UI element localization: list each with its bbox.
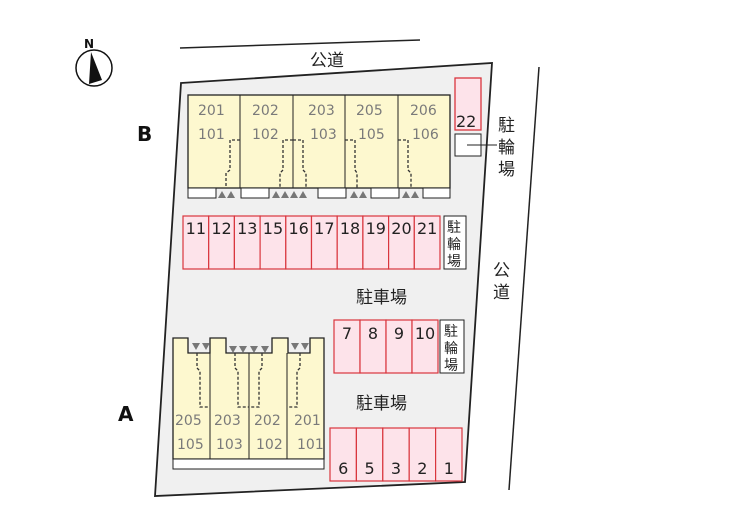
compass-north-label: N	[84, 37, 94, 51]
road-label-right: 公 道	[493, 261, 510, 303]
unit-b-205: 205	[356, 103, 383, 119]
parking-space-1[interactable]	[435, 427, 463, 482]
parking-space-label: 10	[415, 324, 435, 343]
unit-b-206: 206	[410, 103, 437, 119]
bicycle-shed-middle	[443, 215, 467, 270]
parking-space-11[interactable]	[182, 215, 210, 270]
svg-text:場: 場	[447, 254, 461, 270]
svg-text:輪: 輪	[498, 138, 515, 158]
parking-space-label: 12	[211, 219, 231, 238]
unit-b-202: 202	[252, 103, 279, 119]
parking-space-label: 7	[342, 324, 352, 343]
parking-space-3[interactable]	[382, 427, 410, 482]
parking-space-label: 17	[314, 219, 334, 238]
parking-space-22-label: 22	[456, 112, 476, 131]
unit-a-102: 102	[256, 437, 283, 453]
building-a: 205 105 203 103 202 102 201 101	[172, 337, 325, 470]
road-label-top: 公道	[310, 51, 344, 71]
unit-a-103: 103	[216, 437, 243, 453]
parking-space-7[interactable]	[333, 319, 361, 374]
parking-space-label: 19	[366, 219, 386, 238]
parking-space-19[interactable]	[362, 215, 390, 270]
parking-space-label: 9	[394, 324, 404, 343]
parking-space-15[interactable]	[259, 215, 287, 270]
bicycle-shed-lower	[439, 319, 465, 374]
parking-space-label: 5	[365, 459, 375, 478]
building-a-label: A	[118, 402, 134, 426]
parking-space-17[interactable]	[310, 215, 338, 270]
unit-a-203: 203	[214, 413, 241, 429]
parking-space-label: 20	[391, 219, 411, 238]
parking-space-label: 16	[288, 219, 308, 238]
unit-a-201: 201	[294, 413, 321, 429]
svg-text:輪: 輪	[447, 236, 461, 253]
parking-label-upper: 駐車場	[356, 288, 407, 308]
parking-space-9[interactable]	[385, 319, 413, 374]
parking-space-6[interactable]	[329, 427, 357, 482]
parking-space-22[interactable]	[454, 77, 482, 131]
parking-space-label: 1	[444, 459, 454, 478]
building-b-label: B	[137, 122, 152, 146]
unit-b-102: 102	[252, 127, 279, 143]
north-compass-icon: N	[75, 37, 113, 87]
svg-text:駐: 駐	[447, 220, 461, 236]
parking-space-label: 8	[368, 324, 378, 343]
unit-b-203: 203	[308, 103, 335, 119]
building-b: 201 101 202 102 203 103 205 105 206 106	[187, 94, 451, 199]
bicycle-parking-label-top: 駐 輪 場	[498, 116, 515, 180]
right-road-line	[508, 66, 540, 491]
svg-text:駐: 駐	[498, 116, 515, 136]
unit-a-105: 105	[177, 437, 204, 453]
svg-text:道: 道	[493, 283, 510, 303]
parking-space-12[interactable]	[208, 215, 235, 270]
parking-label-lower: 駐車場	[356, 394, 407, 414]
svg-text:公: 公	[493, 261, 510, 281]
unit-b-105: 105	[358, 127, 385, 143]
parking-space-label: 15	[263, 219, 283, 238]
parking-space-label: 18	[340, 219, 360, 238]
parking-space-label: 21	[417, 219, 437, 238]
bicycle-parking-label-lower: 駐 輪 場	[444, 324, 458, 374]
svg-text:場: 場	[444, 358, 458, 374]
unit-a-205: 205	[175, 413, 202, 429]
parking-space-label: 3	[391, 459, 401, 478]
unit-b-106: 106	[412, 127, 439, 143]
bicycle-parking-label-middle: 駐 輪 場	[447, 220, 461, 270]
top-road-line	[179, 39, 421, 49]
parking-space-label: 13	[237, 219, 257, 238]
unit-b-201: 201	[198, 103, 225, 119]
parking-space-label: 11	[186, 219, 206, 238]
parking-space-label: 6	[338, 459, 348, 478]
svg-text:輪: 輪	[444, 340, 458, 357]
parking-space-5[interactable]	[355, 427, 384, 482]
parking-space-20[interactable]	[388, 215, 415, 270]
unit-b-101: 101	[198, 127, 225, 143]
svg-text:駐: 駐	[444, 324, 458, 340]
unit-a-202: 202	[254, 413, 281, 429]
parking-space-label: 2	[417, 459, 427, 478]
parking-space-21[interactable]	[413, 215, 441, 270]
parking-space-16[interactable]	[285, 215, 313, 270]
parking-row-top: 11 12 13 15 16 17 18 19 20 21	[182, 215, 441, 270]
unit-a-101: 101	[297, 437, 324, 453]
unit-b-103: 103	[310, 127, 337, 143]
svg-text:場: 場	[498, 160, 515, 180]
parking-space-10[interactable]	[411, 319, 439, 374]
